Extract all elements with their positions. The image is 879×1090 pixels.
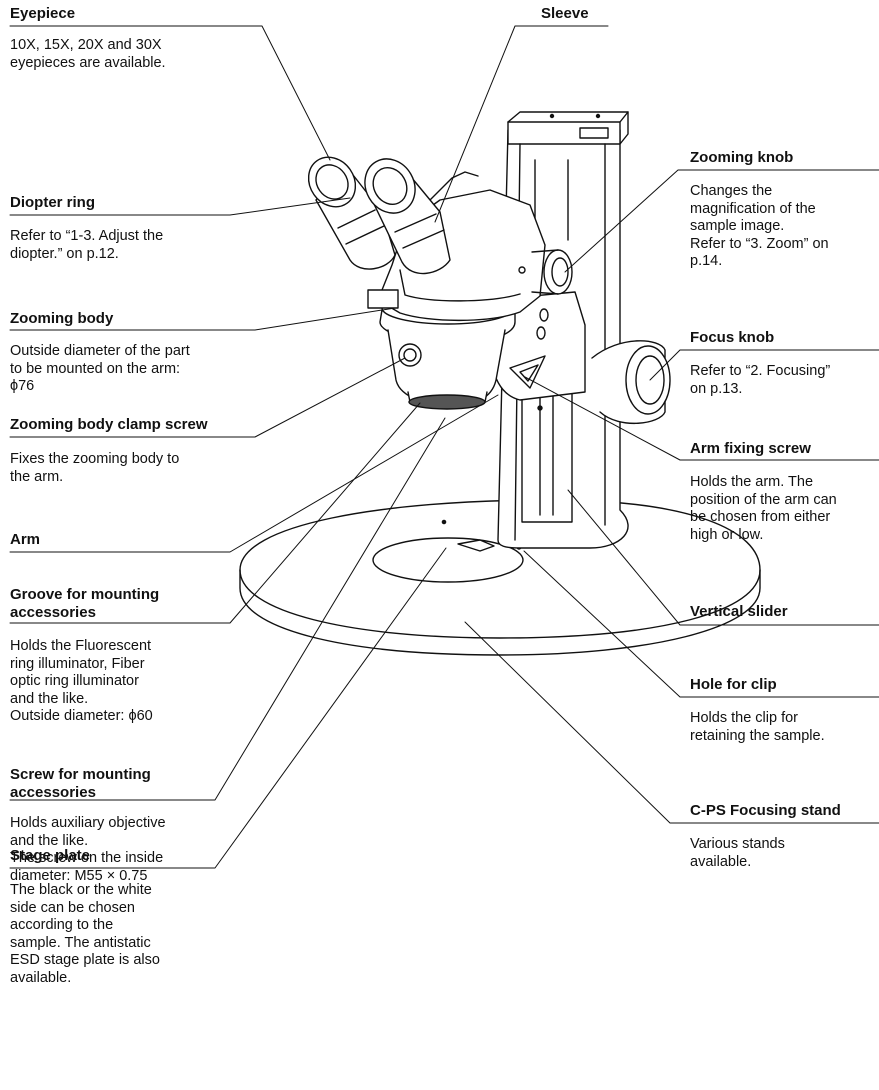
eyepiece-tubes [307, 156, 451, 275]
eyepiece-description: 10X, 15X, 20X and 30X eyepieces are avai… [10, 37, 166, 71]
arm-fixing-screw-title: Arm fixing screw [690, 440, 811, 457]
focus-knob [591, 340, 671, 425]
zooming-knob-description: Changes the magnification of the sample … [690, 183, 829, 269]
cps-focusing-stand-title: C-PS Focusing stand [690, 802, 841, 819]
groove-description: Holds the Fluorescent ring illuminator, … [10, 638, 153, 724]
arm-fixing-screw-description: Holds the arm. The position of the arm c… [690, 474, 837, 543]
cps-focusing-stand-description: Various stands available. [690, 836, 785, 870]
sleeve-title: Sleeve [541, 5, 589, 22]
eyepiece-title: Eyepiece [10, 5, 76, 22]
zooming-body-clamp-screw-title: Zooming body clamp screw [10, 416, 208, 433]
focus-knob-description: Refer to “2. Focusing” on p.13. [690, 363, 831, 397]
diopter-ring-title: Diopter ring [10, 194, 95, 211]
focus-knob-title: Focus knob [690, 329, 775, 346]
hole-for-clip-title: Hole for clip [690, 676, 777, 693]
zooming-body-title: Zooming body [10, 310, 114, 327]
diopter-ring-description: Refer to “1-3. Adjust the diopter.” on p… [10, 228, 164, 262]
vertical-slider-title: Vertical slider [690, 603, 788, 620]
leader-lines [9, 25, 879, 869]
stage-plate-title: Stage plate [10, 847, 91, 864]
groove-title: Groove for mounting accessories [10, 586, 160, 621]
zooming-body-clamp-screw-description: Fixes the zooming body to the arm. [10, 451, 180, 485]
stage-plate-description: The black or the white side can be chose… [10, 882, 160, 986]
zooming-knob-title: Zooming knob [690, 149, 794, 166]
base-plate [239, 499, 761, 656]
zooming-body-description: Outside diameter of the part to be mount… [10, 343, 190, 394]
screw-accessories-title: Screw for mounting accessories [10, 766, 151, 801]
hole-for-clip-description: Holds the clip for retaining the sample. [690, 710, 825, 744]
screw-accessories-description: Holds auxiliary objective and the like. … [10, 815, 166, 884]
arm-title: Arm [10, 531, 41, 548]
